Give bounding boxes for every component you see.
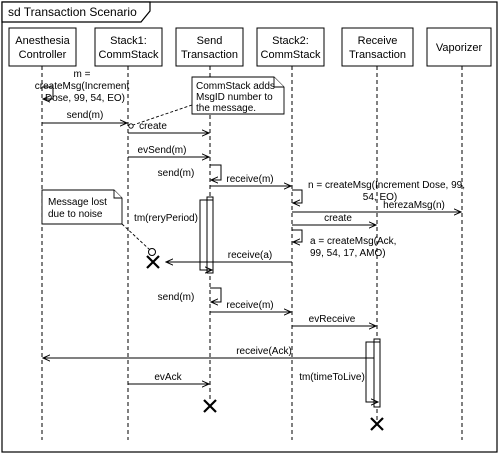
note-lost-anchor-dot bbox=[148, 248, 156, 256]
lifeline-label-stack1-2: CommStack bbox=[99, 49, 159, 61]
note-lost-fold bbox=[113, 190, 122, 199]
note-commstack bbox=[191, 76, 285, 115]
lifeline-label-send-1: Send bbox=[197, 35, 223, 47]
lifeline-label-stack1-1: Stack1: bbox=[110, 35, 147, 47]
note-lost-line-1: Message lost bbox=[48, 197, 107, 208]
note-lost bbox=[41, 189, 123, 225]
lifeline-head-stack1 bbox=[94, 27, 163, 67]
note-commstack-anchor bbox=[132, 104, 193, 126]
msg-tm-ttl-arrow bbox=[365, 341, 380, 402]
lifeline-label-receive-2: Transaction bbox=[349, 49, 406, 61]
msg-send-m-self-2-arrow bbox=[210, 287, 222, 302]
receive-destroy-x-icon bbox=[370, 417, 384, 431]
msg-create-msg-1-label-3: Dose, 99, 54, EO) bbox=[45, 93, 125, 104]
msg-hereza-msg-label: herezaMsg(n) bbox=[383, 200, 445, 211]
msg-send-m-self-1-label: send(m) bbox=[158, 168, 195, 179]
msg-create-2-label: create bbox=[324, 213, 352, 224]
note-commstack-line-1: CommStack adds bbox=[196, 81, 275, 92]
lifeline-head-send bbox=[175, 27, 244, 67]
lifeline-label-stack2-1: Stack2: bbox=[272, 35, 309, 47]
msg-create-msg-ack-label-2: 99, 54, 17, AMO) bbox=[310, 248, 386, 259]
note-lost-line-2: due to noise bbox=[48, 209, 103, 220]
msg-tm-retry-label: tm(reryPeriod) bbox=[134, 213, 198, 224]
msg-create-msg-1-label-2: createMsg(Increment bbox=[35, 81, 130, 92]
msg-send-m-self-2-label: send(m) bbox=[158, 292, 195, 303]
msg-evreceive-label: evReceive bbox=[309, 314, 356, 325]
lifeline-label-send-2: Transaction bbox=[181, 49, 238, 61]
msg-evsend-m-label: evSend(m) bbox=[138, 145, 187, 156]
lifeline-label-receive-1: Receive bbox=[358, 35, 398, 47]
note-lost-anchor bbox=[121, 223, 151, 251]
msg-create-msg-2-arrow bbox=[292, 189, 303, 203]
msg-create-msg-1-label-1: m = bbox=[74, 69, 91, 80]
note-commstack-fold bbox=[273, 77, 284, 88]
frame-title-tab bbox=[1, 1, 151, 23]
msg-create-msg-2-label-1: n = createMsg(Increment Dose, 99, bbox=[308, 180, 465, 191]
lifeline-label-vaporizer: Vaporizer bbox=[436, 42, 483, 54]
msg-create-msg-ack-arrow bbox=[292, 229, 303, 242]
send-destroy-x-icon bbox=[203, 399, 217, 413]
msg-receive-a-label: receive(a) bbox=[228, 250, 272, 261]
activation-receive-ttl bbox=[373, 338, 381, 408]
msg-tm-ttl-label: tm(timeToLive) bbox=[299, 372, 365, 383]
lifeline-head-receive bbox=[341, 27, 414, 67]
msg-receive-m-2-label: receive(m) bbox=[226, 300, 273, 311]
msg-receive-m-1-label: receive(m) bbox=[226, 174, 273, 185]
note-commstack-line-2: MsgID number to bbox=[196, 92, 273, 103]
msg-evack-label: evAck bbox=[154, 372, 182, 383]
note-commstack-line-3: the message. bbox=[196, 103, 256, 114]
msg-create-msg-ack-label-1: a = createMsg(Ack, bbox=[310, 236, 396, 247]
lifeline-label-stack2-2: CommStack bbox=[261, 49, 321, 61]
lifeline-head-stack2 bbox=[256, 27, 325, 67]
msg-send-m-label: send(m) bbox=[67, 110, 104, 121]
msg-send-m-self-1-arrow bbox=[210, 164, 222, 180]
note-commstack-anchor-dot bbox=[128, 123, 134, 129]
msg-tm-retry-arrow bbox=[199, 199, 213, 270]
msg-create-1-label: create bbox=[139, 121, 167, 132]
msg-create-msg-2-label-2: 54, EO) bbox=[363, 192, 397, 203]
msg-create-msg-1-arrow bbox=[42, 86, 54, 99]
lost-message-x-icon bbox=[146, 255, 160, 269]
lifeline-label-anesthesia-2: Controller bbox=[19, 49, 67, 61]
lifeline-head-vaporizer bbox=[426, 27, 492, 67]
msg-receive-ack-label: receive(Ack) bbox=[236, 346, 292, 357]
frame-title: sd Transaction Scenario bbox=[8, 5, 137, 19]
lifeline-label-anesthesia-1: Anesthesia bbox=[15, 35, 70, 47]
